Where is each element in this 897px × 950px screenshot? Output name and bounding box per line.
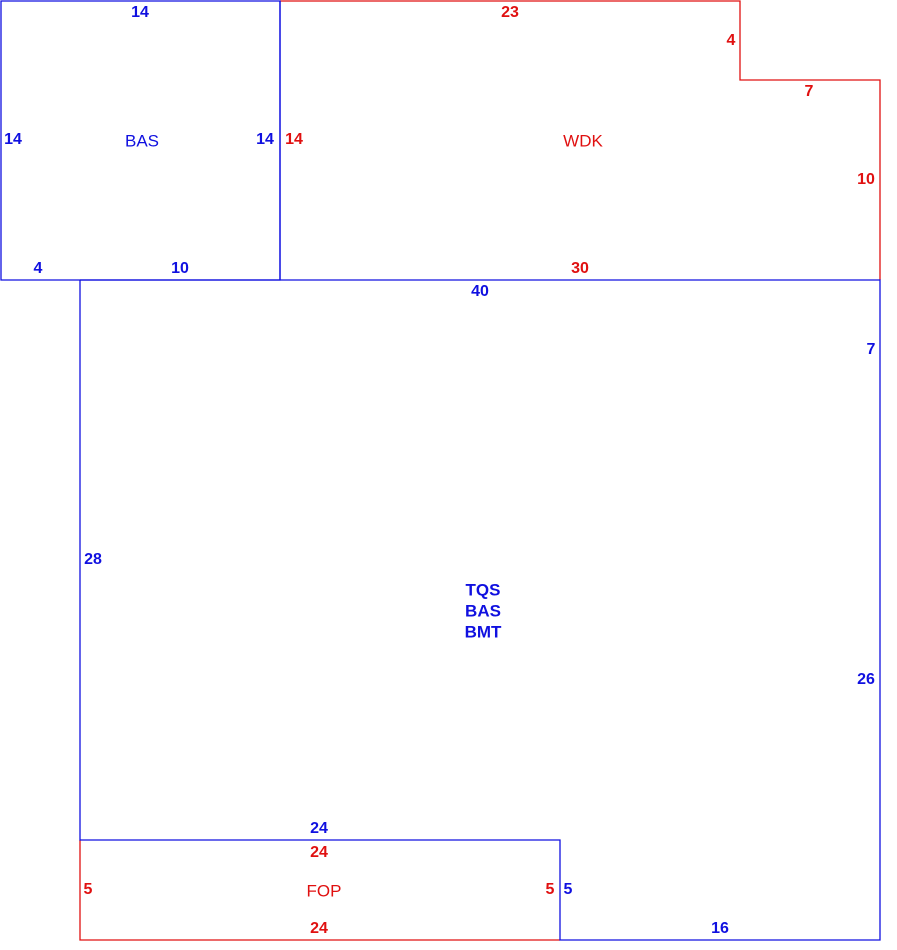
main-outline — [79, 279, 881, 941]
fop-dim-bottom: 24 — [310, 920, 328, 937]
fop-label: FOP — [307, 881, 342, 900]
wdk-dim-right: 10 — [857, 171, 875, 188]
main-label-tqs: TQS — [466, 580, 501, 599]
wdk-dim-left: 14 — [285, 131, 303, 148]
main-dim-right-lower: 26 — [857, 671, 875, 688]
wdk-outline — [280, 0, 881, 280]
fop-dim-left: 5 — [84, 881, 93, 898]
main-dim-fop-top: 24 — [310, 820, 328, 837]
bas-upper-dim-bottom-right: 10 — [171, 260, 189, 277]
fop-outline — [79, 840, 560, 941]
wdk-dim-step-across: 7 — [805, 83, 814, 100]
bas-upper-dim-left: 14 — [4, 131, 22, 148]
main-dim-top: 40 — [471, 283, 489, 300]
wdk-dim-bottom: 30 — [571, 260, 589, 277]
bas-upper-dim-top: 14 — [131, 4, 149, 21]
wdk-dim-step-down: 4 — [727, 32, 736, 49]
bas-upper-dim-bottom-left: 4 — [34, 260, 43, 277]
wdk-label: WDK — [563, 131, 603, 150]
bas-upper-label: BAS — [125, 131, 159, 150]
main-dim-fop-side: 5 — [564, 881, 573, 898]
wdk-dim-top: 23 — [501, 4, 519, 21]
main-dim-bottom: 16 — [711, 920, 729, 937]
bas-upper-dim-right: 14 — [256, 131, 274, 148]
main-dim-right-upper: 7 — [867, 341, 876, 358]
main-label-bas: BAS — [465, 601, 501, 620]
main-label-bmt: BMT — [465, 622, 502, 641]
fop-dim-right: 5 — [546, 881, 555, 898]
fop-dim-top: 24 — [310, 844, 328, 861]
main-dim-left: 28 — [84, 551, 102, 568]
